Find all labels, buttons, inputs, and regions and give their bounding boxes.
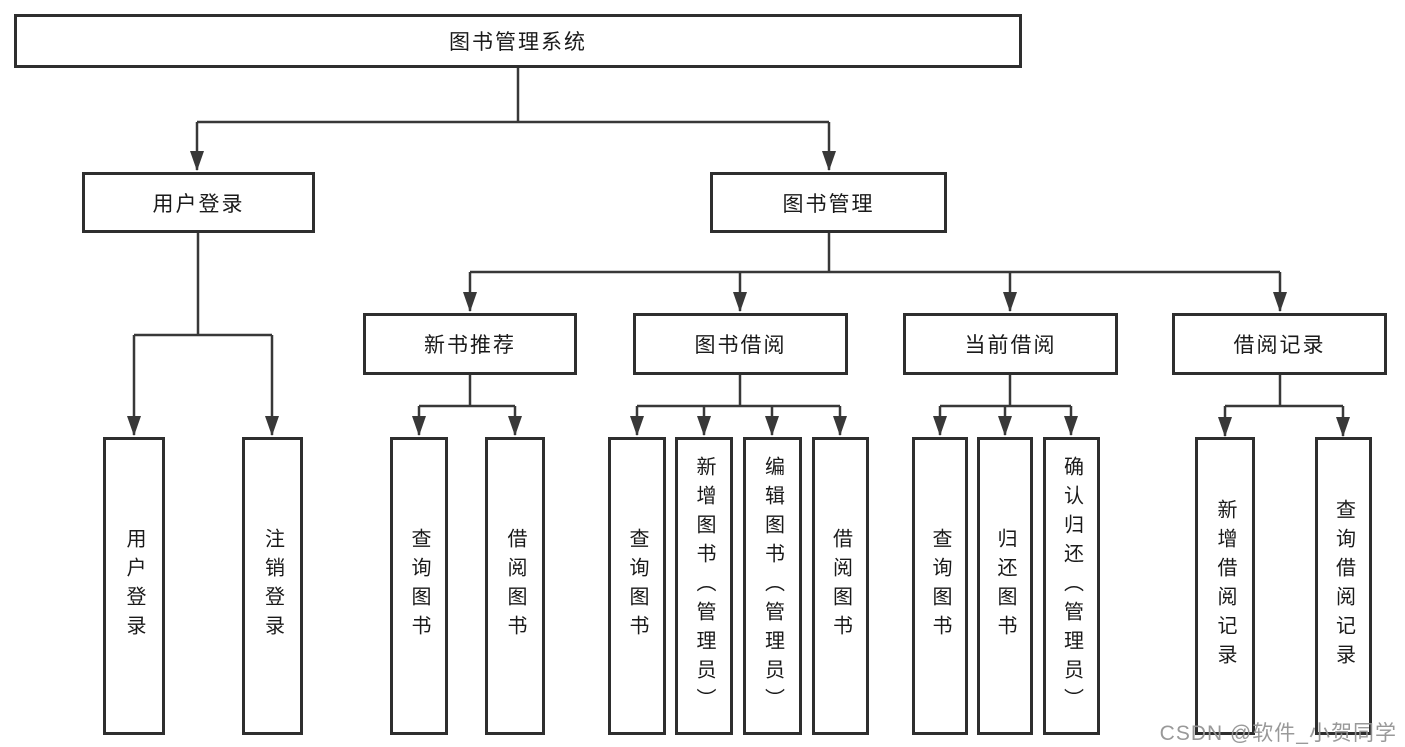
leaf-bb-borrow-book: 借阅图书 [812, 437, 869, 735]
node-borrow-records-label: 借阅记录 [1233, 334, 1326, 357]
leaf-br-query-record: 查询借阅记录 [1315, 437, 1372, 735]
node-current-borrow: 当前借阅 [903, 313, 1118, 375]
leaf-nb-borrow-book-label: 借阅图书 [504, 528, 526, 644]
leaf-br-add-record-label: 新增借阅记录 [1214, 499, 1236, 673]
node-user-login-label: 用户登录 [152, 192, 245, 216]
leaf-logout-label: 注销登录 [261, 528, 284, 644]
leaf-cb-return-book-label: 归还图书 [994, 528, 1016, 644]
leaf-cb-query-book-label: 查询图书 [929, 528, 951, 644]
leaf-cb-query-book: 查询图书 [912, 437, 968, 735]
node-root: 图书管理系统 [14, 14, 1022, 68]
leaf-bb-query-book-label: 查询图书 [626, 528, 648, 644]
leaf-bb-add-book-label: 新增图书（管理员） [693, 455, 715, 717]
leaf-cb-confirm-return: 确认归还（管理员） [1043, 437, 1100, 735]
leaf-br-add-record: 新增借阅记录 [1195, 437, 1255, 735]
leaf-nb-query-book: 查询图书 [390, 437, 448, 735]
node-book-borrow: 图书借阅 [633, 313, 848, 375]
leaf-bb-add-book: 新增图书（管理员） [675, 437, 733, 735]
leaf-bb-query-book: 查询图书 [608, 437, 666, 735]
leaf-bb-borrow-book-label: 借阅图书 [829, 528, 852, 644]
node-book-borrow-label: 图书借阅 [694, 334, 787, 357]
node-new-book-recommend: 新书推荐 [363, 313, 577, 375]
node-user-login: 用户登录 [82, 172, 315, 233]
leaf-bb-edit-book-label: 编辑图书（管理员） [761, 455, 784, 717]
node-new-book-recommend-label: 新书推荐 [424, 334, 516, 357]
leaf-user-login-label: 用户登录 [123, 528, 145, 644]
leaf-cb-return-book: 归还图书 [977, 437, 1033, 735]
leaf-logout: 注销登录 [242, 437, 303, 735]
node-book-management-label: 图书管理 [782, 192, 875, 216]
node-root-label: 图书管理系统 [449, 31, 587, 54]
leaf-bb-edit-book: 编辑图书（管理员） [743, 437, 802, 735]
leaf-br-query-record-label: 查询借阅记录 [1332, 499, 1355, 673]
node-book-management: 图书管理 [710, 172, 947, 233]
leaf-nb-borrow-book: 借阅图书 [485, 437, 545, 735]
node-current-borrow-label: 当前借阅 [964, 334, 1057, 357]
leaf-nb-query-book-label: 查询图书 [408, 528, 430, 644]
node-borrow-records: 借阅记录 [1172, 313, 1387, 375]
leaf-cb-confirm-return-label: 确认归还（管理员） [1060, 455, 1083, 717]
leaf-user-login: 用户登录 [103, 437, 165, 735]
watermark-text: CSDN @软件_小贺同学 [1159, 722, 1397, 745]
